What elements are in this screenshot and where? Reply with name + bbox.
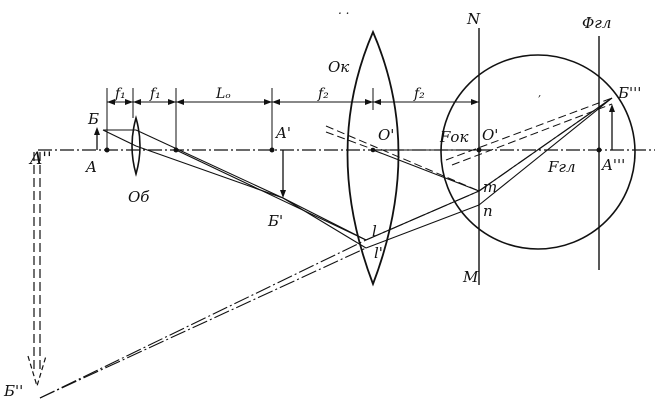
label-ob: Об — [128, 188, 150, 206]
eye-circle — [440, 54, 636, 250]
label-a-prime: A' — [274, 124, 291, 142]
dimension-line — [106, 88, 480, 150]
virtual-image-arrow — [27, 152, 47, 389]
label-a: A — [84, 158, 97, 176]
label-lo: Lₒ — [215, 86, 231, 102]
label-n-point: n — [483, 202, 493, 220]
label-o-prime-eye: O' — [482, 126, 498, 144]
construction-dashed-lines — [325, 97, 613, 192]
eyepiece-lens — [346, 29, 400, 287]
retinal-image-arrow — [609, 104, 615, 150]
label-m-bottom: M — [462, 268, 479, 286]
label-f2-right: f₂ — [413, 86, 425, 102]
label-n: N — [466, 10, 481, 28]
label-fok: Fок — [439, 128, 468, 146]
axis-points — [104, 147, 602, 153]
label-f1-left: f₁ — [114, 86, 126, 102]
label-m: m — [483, 178, 497, 196]
label-b: Б — [87, 110, 99, 128]
label-o-prime-lens: O' — [378, 126, 394, 144]
label-l-prime: l' — [374, 244, 383, 262]
virtual-image-rays — [39, 97, 613, 399]
label-a-double-prime: A'' — [28, 149, 52, 169]
label-l: l — [372, 222, 377, 240]
label-b-prime: Б' — [267, 212, 283, 230]
label-a-triple-prime: A''' — [600, 156, 625, 174]
intermediate-rays — [175, 149, 367, 249]
label-phi: Φгл — [582, 14, 611, 32]
intermediate-image-arrow — [280, 150, 286, 198]
label-ok: Oк — [328, 58, 349, 76]
top-mark: . . — [338, 3, 349, 17]
object-arrow — [94, 127, 100, 150]
label-b-triple-prime: Б''' — [617, 84, 641, 102]
label-fgl: Fгл — [547, 158, 576, 176]
small-mark: , — [538, 88, 541, 99]
label-f2-left: f₂ — [317, 86, 329, 102]
objective-lens — [131, 115, 141, 177]
label-f1-right: f₁ — [149, 86, 161, 102]
label-b-double-prime: Б'' — [3, 382, 23, 400]
